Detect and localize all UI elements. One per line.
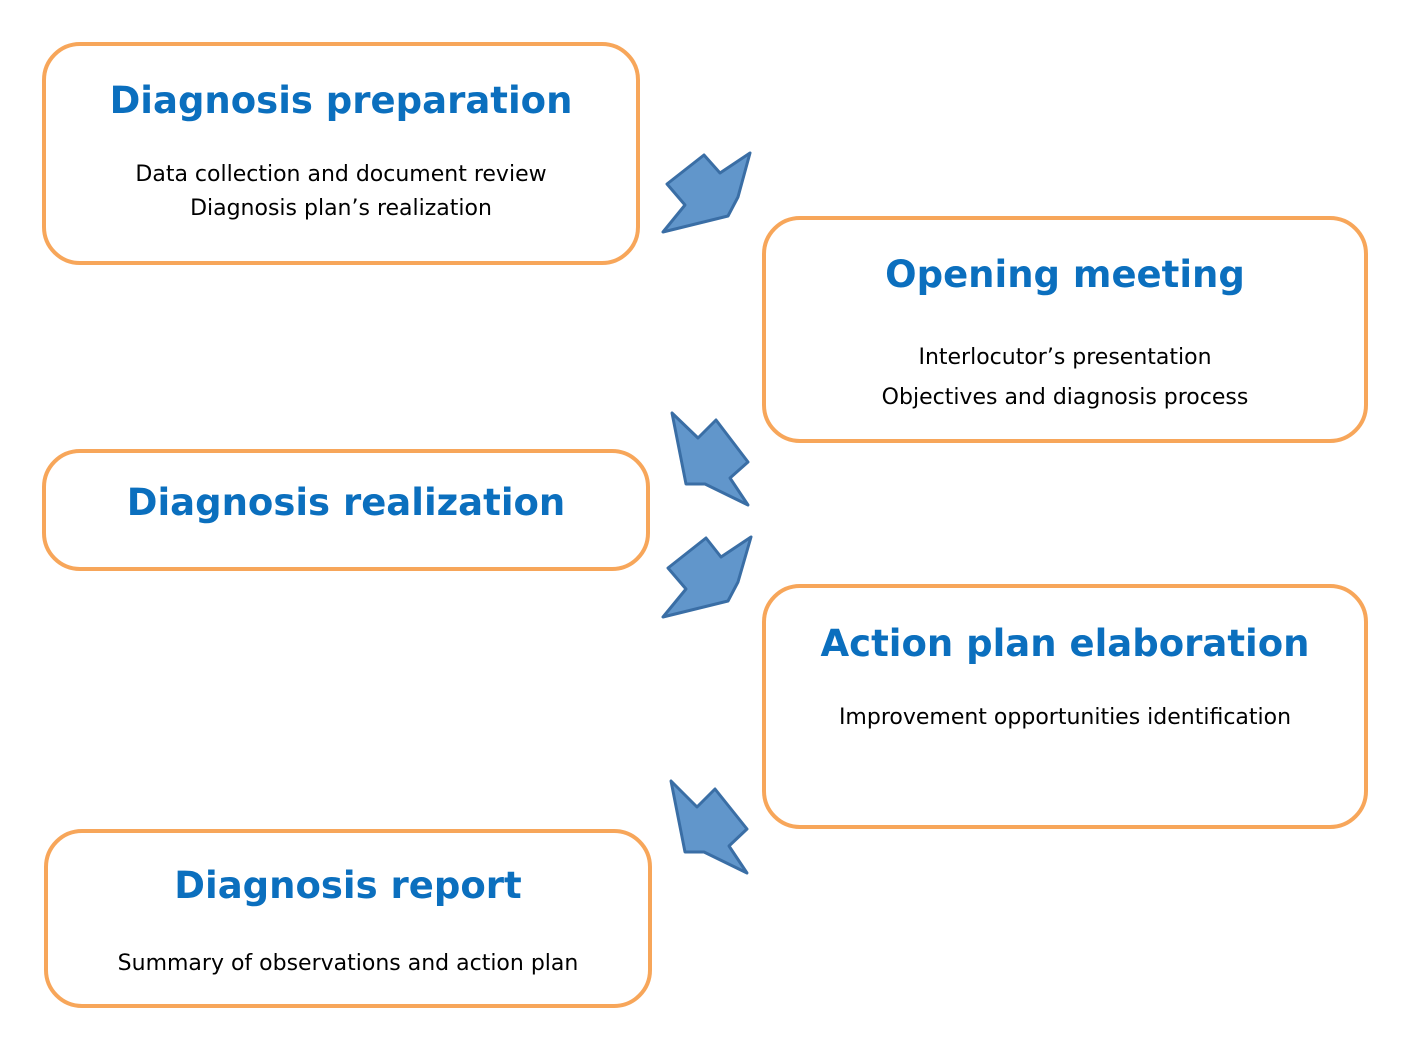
step-line: Objectives and diagnosis process xyxy=(881,385,1249,410)
step-title: Action plan elaboration xyxy=(820,622,1310,665)
step-line: Data collection and document review xyxy=(135,162,547,187)
arrow-down-left-icon xyxy=(661,151,752,234)
step-line: Diagnosis plan’s realization xyxy=(190,196,492,221)
step-title: Opening meeting xyxy=(885,253,1245,296)
step-opening-meeting: Opening meeting Interlocutor’s presentat… xyxy=(762,216,1368,443)
step-description: Interlocutor’s presentation Objectives a… xyxy=(766,338,1364,418)
step-diagnosis-realization: Diagnosis realization xyxy=(42,449,650,571)
step-line: Improvement opportunities identification xyxy=(838,705,1292,730)
step-description: Data collection and document review Diag… xyxy=(46,158,636,226)
arrow-down-right-icon xyxy=(669,779,749,875)
step-title: Diagnosis report xyxy=(174,864,522,907)
step-description: Summary of observations and action plan xyxy=(48,947,648,981)
step-description: Improvement opportunities identification xyxy=(766,701,1364,735)
arrow-down-right-icon xyxy=(670,411,750,507)
step-line: Interlocutor’s presentation xyxy=(918,345,1212,370)
arrow-down-left-icon xyxy=(661,535,753,619)
step-title: Diagnosis preparation xyxy=(109,79,573,122)
step-diagnosis-report: Diagnosis report Summary of observations… xyxy=(44,829,652,1008)
step-diagnosis-preparation: Diagnosis preparation Data collection an… xyxy=(42,42,640,265)
step-action-plan-elaboration: Action plan elaboration Improvement oppo… xyxy=(762,584,1368,829)
step-title: Diagnosis realization xyxy=(126,481,566,524)
step-line: Summary of observations and action plan xyxy=(117,951,579,976)
